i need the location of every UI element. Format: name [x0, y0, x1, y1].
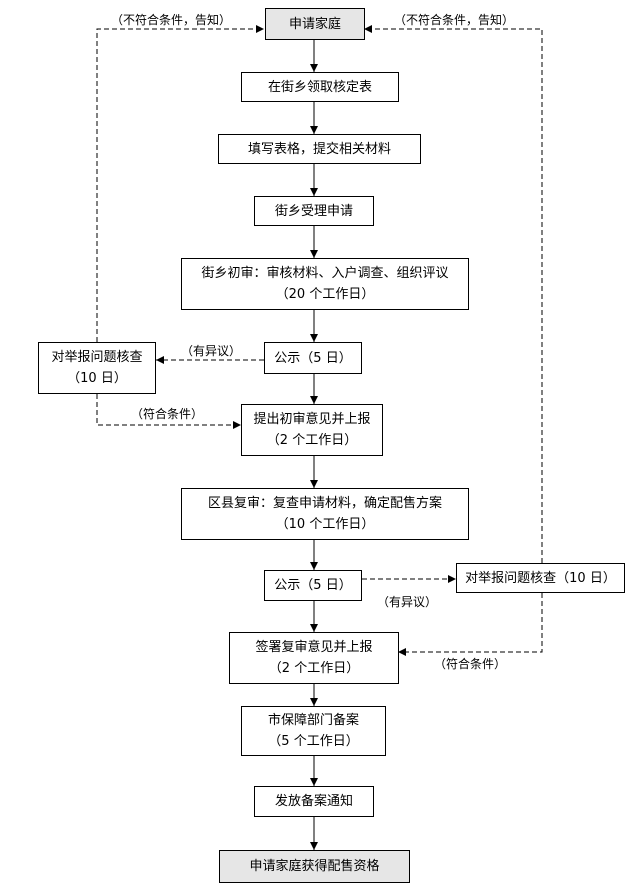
node-text-line2: （2 个工作日）: [266, 433, 358, 448]
node-district-review: 区县复审：复查申请材料，确定配售方案 （10 个工作日）: [181, 488, 469, 540]
node-text-line2: （2 个工作日）: [268, 661, 360, 676]
node-text-line2: （10 日）: [67, 371, 127, 386]
node-text-line1: 市保障部门备案: [267, 713, 359, 728]
node-text: 街乡受理申请: [274, 203, 353, 219]
node-text: 对举报问题核查（10 日）: [465, 570, 616, 586]
label-qualified-2: （符合条件）: [434, 657, 507, 671]
node-initial-review: 街乡初审：审核材料、入户调查、组织评议 （20 个工作日）: [181, 258, 469, 310]
node-text-line2: （5 个工作日）: [268, 734, 359, 749]
node-text-line1: 对举报问题核查: [51, 350, 143, 365]
node-qualified: 申请家庭获得配售资格: [219, 850, 410, 883]
node-fill-form: 填写表格，提交相关材料: [218, 134, 421, 164]
node-text: 填写表格，提交相关材料: [247, 141, 391, 157]
dashed-left-return: [96, 25, 264, 342]
node-text: 公示（5 日）: [274, 350, 352, 366]
dashed-right-return: [364, 25, 543, 563]
dashed-qualified-2: [398, 593, 543, 656]
node-text: 公示（5 日）: [274, 578, 352, 593]
label-not-qualified-left: （不符合条件，告知）: [111, 13, 232, 27]
dashed-qualified-1: [96, 394, 241, 429]
node-text-line2: （20 个工作日）: [275, 287, 375, 302]
node-city-record: 市保障部门备案 （5 个工作日）: [241, 706, 386, 756]
node-apply-family: 申请家庭: [265, 8, 365, 40]
node-text: 申请家庭获得配售资格: [249, 859, 380, 874]
node-text-line1: 提出初审意见并上报: [253, 412, 371, 427]
node-text: 申请家庭: [288, 16, 341, 32]
label-objection-2: （有异议）: [377, 595, 438, 609]
node-right-report-check: 对举报问题核查（10 日）: [456, 563, 625, 593]
node-accept-application: 街乡受理申请: [254, 196, 374, 226]
node-publicity-2: 公示（5 日）: [264, 570, 362, 601]
node-text-line1: 区县复审：复查申请材料，确定配售方案: [207, 496, 442, 511]
node-text-line1: 街乡初审：审核材料、入户调查、组织评议: [201, 266, 449, 281]
label-not-qualified-right: （不符合条件，告知）: [394, 13, 515, 27]
label-qualified-1: （符合条件）: [131, 407, 204, 421]
node-text: 发放备案通知: [274, 794, 353, 809]
node-left-report-check: 对举报问题核查 （10 日）: [38, 342, 156, 394]
node-text: 在街乡领取核定表: [267, 79, 372, 95]
node-publicity-1: 公示（5 日）: [264, 342, 362, 374]
node-issue-notice: 发放备案通知: [254, 786, 374, 817]
node-text-line1: 签署复审意见并上报: [255, 640, 373, 655]
node-text-line2: （10 个工作日）: [275, 517, 375, 532]
node-get-form: 在街乡领取核定表: [241, 72, 399, 102]
node-initial-opinion: 提出初审意见并上报 （2 个工作日）: [241, 404, 383, 456]
label-objection-1: （有异议）: [181, 344, 242, 358]
node-review-opinion: 签署复审意见并上报 （2 个工作日）: [229, 632, 399, 684]
